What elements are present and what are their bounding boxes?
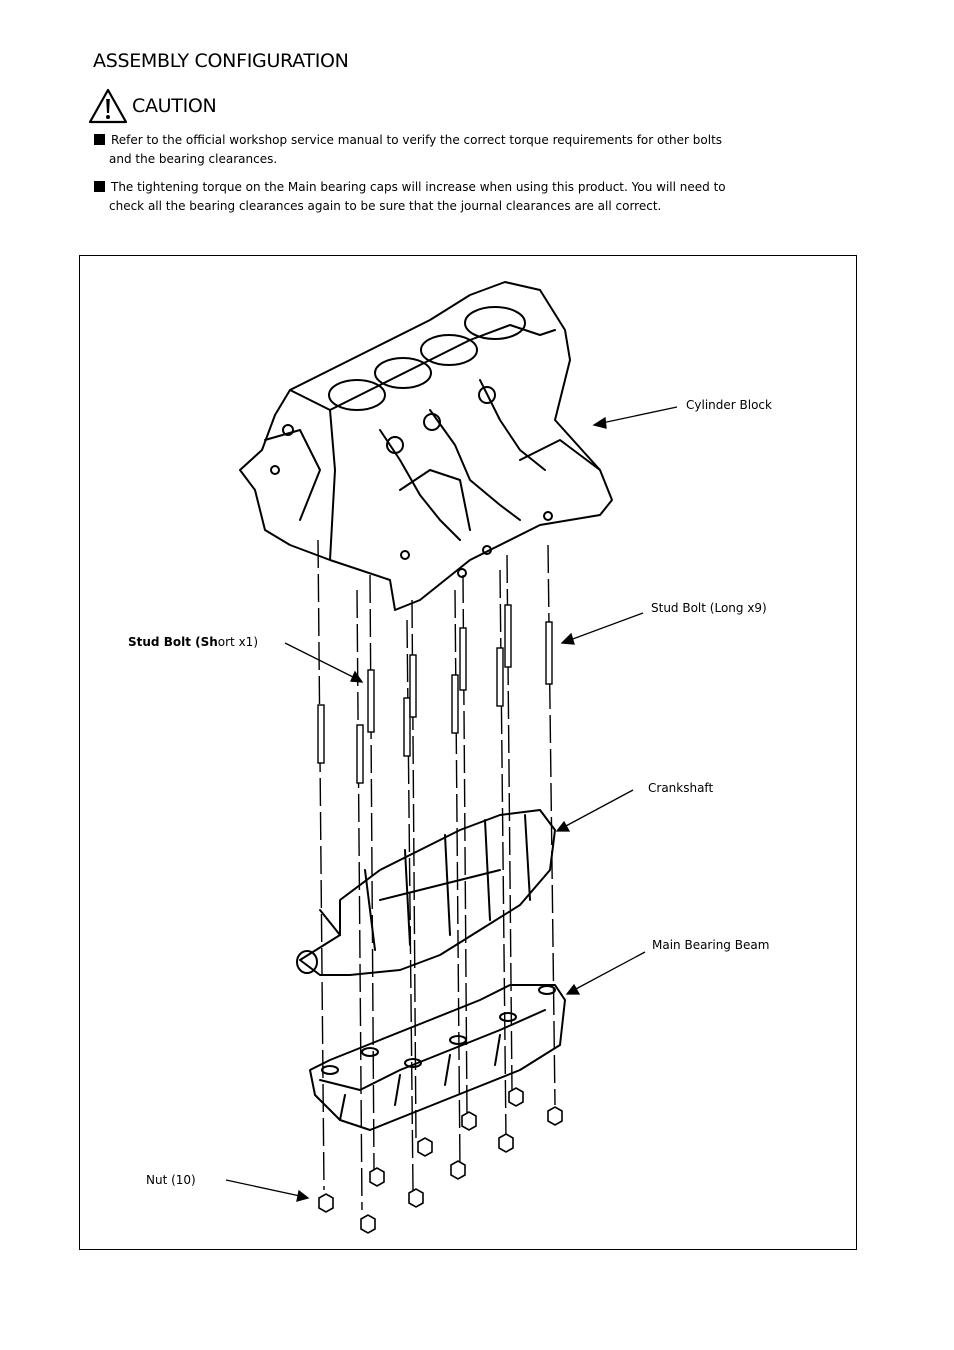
warning-triangle-icon (88, 88, 128, 124)
note-line: check all the bearing clearances again t… (109, 199, 662, 213)
diagram-frame (79, 255, 857, 1250)
label-cylinder-block: Cylinder Block (686, 398, 772, 412)
note-line: The tightening torque on the Main bearin… (111, 180, 726, 194)
label-crankshaft: Crankshaft (648, 781, 714, 795)
square-bullet-icon (94, 181, 105, 192)
nut-drawings (318, 1087, 563, 1234)
leader-arrows (225, 406, 678, 1202)
crankshaft-drawing (296, 809, 556, 976)
stud-bolt-shafts (317, 604, 553, 784)
note-bearing-clearance: The tightening torque on the Main bearin… (94, 178, 754, 216)
label-nut: Nut (10) (146, 1173, 196, 1187)
caution-heading: CAUTION (88, 88, 217, 124)
page-title: ASSEMBLY CONFIGURATION (93, 50, 349, 72)
stud-bolt-lines (317, 539, 556, 1211)
note-torque-reference: Refer to the official workshop service m… (94, 131, 754, 169)
label-stud-bolt-long: Stud Bolt (Long x9) (651, 601, 767, 615)
note-line: Refer to the official workshop service m… (111, 133, 723, 147)
main-bearing-beam-drawing (309, 984, 566, 1131)
label-stud-bolt-short-bold: Stud Bolt (Sh (128, 635, 218, 649)
caution-label: CAUTION (132, 95, 217, 117)
note-line: and the bearing clearances. (109, 152, 278, 166)
square-bullet-icon (94, 134, 105, 145)
label-stud-bolt-short: Stud Bolt (Short x1) (128, 635, 258, 649)
label-main-bearing-beam: Main Bearing Beam (652, 938, 770, 952)
label-stud-bolt-short-rest: ort x1) (217, 635, 258, 649)
cylinder-block-drawing (239, 281, 613, 611)
